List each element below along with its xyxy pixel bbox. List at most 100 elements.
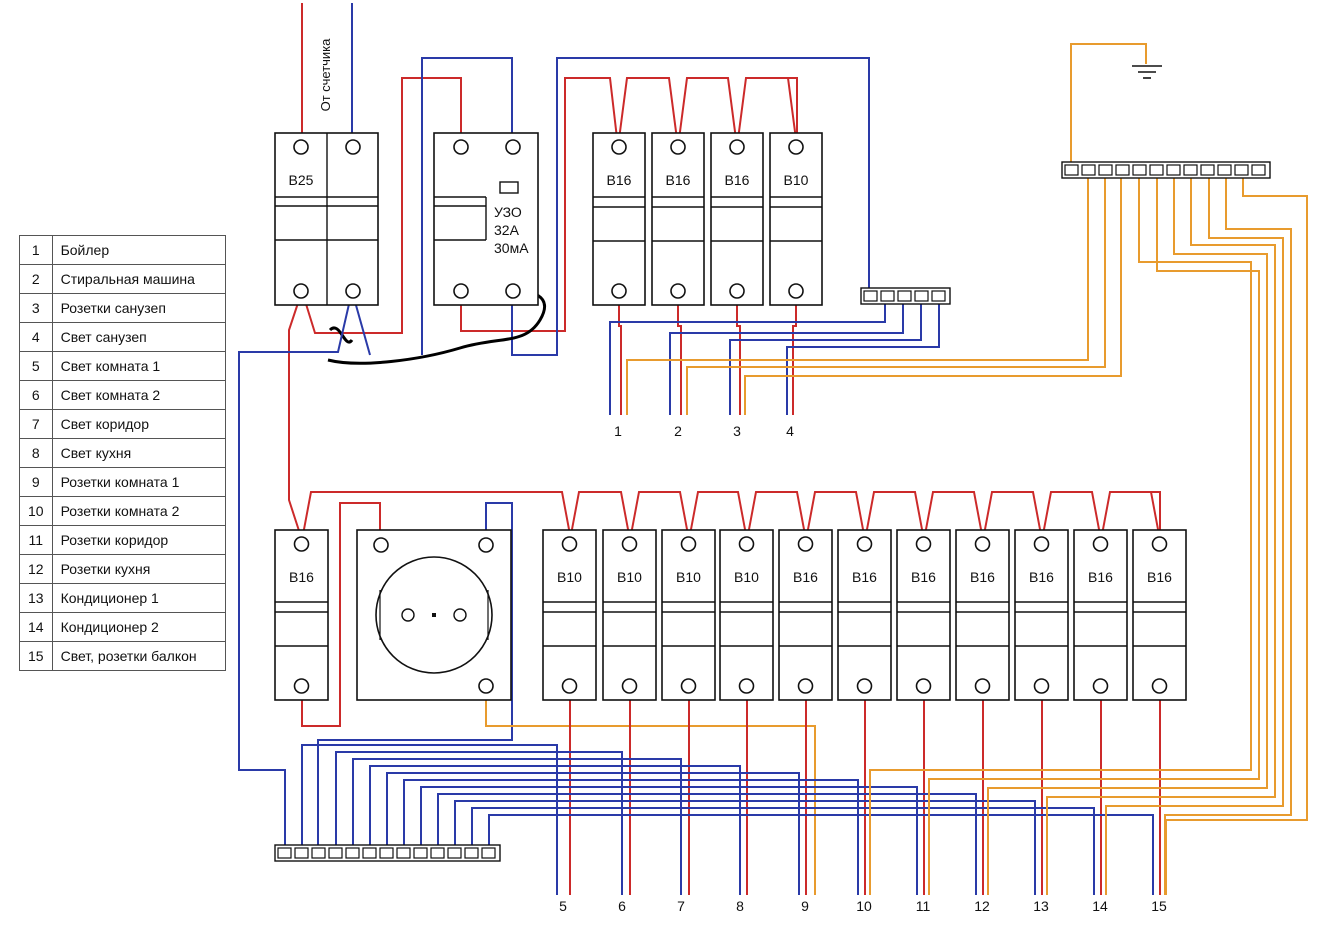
circuit-number-label: 13: [1033, 898, 1049, 914]
phase-jumper-wire: [677, 77, 738, 148]
terminal-screw: [797, 678, 814, 694]
phase-jumper-wire: [1151, 491, 1161, 540]
legend-number: 10: [19, 496, 53, 526]
phase-jumper-wire: [629, 491, 690, 541]
terminal-screw: [915, 536, 932, 552]
breaker-rating-label: B16: [607, 172, 632, 188]
breaker-rating-label: B16: [289, 569, 314, 585]
busbar-terminal: [1217, 164, 1232, 176]
legend-label: Розетки коридор: [51, 525, 226, 555]
breaker-body: [1132, 529, 1187, 701]
legend-number: 11: [19, 525, 53, 555]
busbar-terminal: [1234, 164, 1249, 176]
breaker-body: [1073, 529, 1128, 701]
terminal-screw: [788, 139, 804, 155]
busbar-terminal: [863, 290, 878, 302]
busbar-terminal: [1166, 164, 1181, 176]
terminal-screw: [611, 139, 627, 155]
breaker-body: [837, 529, 892, 701]
breaker-body: [1014, 529, 1069, 701]
rcd-test-button: [499, 181, 519, 194]
rcd-neutral-out-wire: [511, 57, 870, 356]
circuit-earth-wire: [1165, 170, 1308, 895]
socket-phase-wire: [301, 502, 381, 727]
din-socket-hole: [401, 608, 415, 622]
circuit-number-label: 12: [974, 898, 990, 914]
breaker-body: [955, 529, 1010, 701]
legend-label: Свет, розетки балкон: [51, 641, 226, 671]
phase-jumper-wire: [746, 491, 807, 541]
phase-jumper-wire: [805, 491, 866, 541]
terminal-screw: [738, 536, 755, 552]
phase-jumper-wire: [569, 491, 631, 541]
legend-number: 12: [19, 554, 53, 584]
breaker-body: [661, 529, 716, 701]
legend-number: 7: [19, 409, 53, 439]
breaker-rating-label: B10: [617, 569, 642, 585]
busbar-terminal: [1183, 164, 1198, 176]
terminal-screw: [505, 283, 521, 299]
circuit-neutral-wire: [454, 800, 1036, 895]
legend-label: Стиральная машина: [51, 264, 226, 294]
circuit-number-label: 10: [856, 898, 872, 914]
busbar-terminal: [345, 847, 360, 859]
terminal-screw: [621, 678, 638, 694]
legend-number: 6: [19, 380, 53, 410]
circuit-neutral-wire: [488, 814, 1154, 895]
circuit-number-label: 8: [736, 898, 744, 914]
breaker-rating-label: B16: [911, 569, 936, 585]
din-socket-earth-pin: [432, 613, 436, 617]
breaker-body: [778, 529, 833, 701]
circuit-number-label: 9: [801, 898, 809, 914]
breaker-body: [719, 529, 774, 701]
busbar-terminal: [311, 847, 326, 859]
busbar-terminal: [481, 847, 496, 859]
busbar-terminal: [328, 847, 343, 859]
rcd-phase-out-wire: [460, 77, 619, 332]
busbar-terminal: [897, 290, 912, 302]
terminal-screw: [1033, 678, 1050, 694]
legend-label: Свет комната 2: [51, 380, 226, 410]
legend-label: Свет кухня: [51, 438, 226, 468]
legend-number: 5: [19, 351, 53, 381]
circuit-number-label: 3: [733, 423, 741, 439]
breaker-rating-label: B16: [970, 569, 995, 585]
circuit-number-label: 2: [674, 423, 682, 439]
circuit-neutral-wire: [729, 297, 922, 415]
busbar-terminal: [931, 290, 946, 302]
main-neutral-to-bus-wire: [238, 290, 353, 848]
circuit-number-label: 1: [614, 423, 622, 439]
legend-label: Розетки кухня: [51, 554, 226, 584]
terminal-screw: [293, 536, 310, 552]
circuit-neutral-wire: [301, 744, 558, 895]
terminal-screw: [974, 678, 991, 694]
terminal-screw: [453, 139, 469, 155]
circuit-neutral-wire: [471, 807, 1095, 895]
legend-label: Розетки комната 1: [51, 467, 226, 497]
phase-jumper-wire: [758, 77, 798, 147]
circuit-neutral-wire: [786, 297, 940, 415]
legend-number: 9: [19, 467, 53, 497]
phase-to-bottom-wire: [288, 290, 303, 541]
circuit-earth-wire: [928, 170, 1260, 895]
circuit-earth-wire: [686, 170, 1106, 415]
busbar-terminal: [1251, 164, 1266, 176]
legend-label: Кондиционер 1: [51, 583, 226, 613]
terminal-screw: [478, 678, 494, 694]
busbar-terminal: [1064, 164, 1079, 176]
phase-jumper-wire: [617, 77, 679, 148]
breaker-rating-label: B10: [784, 172, 809, 188]
breaker-rating-label: B10: [734, 569, 759, 585]
busbar-terminal: [277, 847, 292, 859]
breaker-rating-label: B16: [852, 569, 877, 585]
legend-label: Бойлер: [51, 235, 226, 265]
terminal-screw: [478, 537, 494, 553]
busbar-terminal: [914, 290, 929, 302]
